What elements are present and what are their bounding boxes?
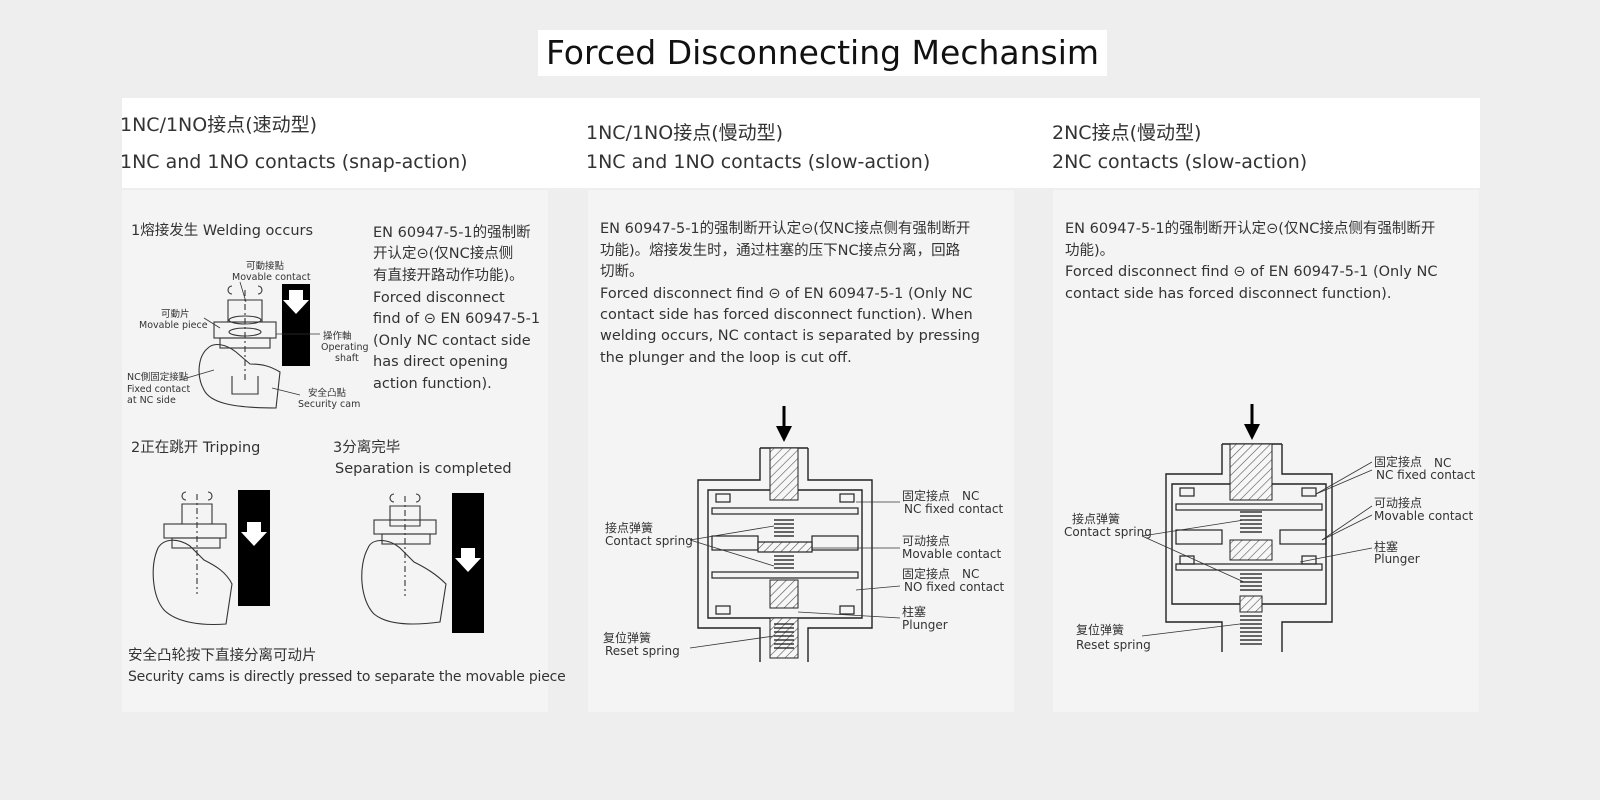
label-security-cam-en: Security cam (298, 399, 361, 410)
label-operating-shaft-cn: 操作軸 (323, 331, 352, 342)
column-head-en-snap: 1NC and 1NO contacts (snap-action) (120, 151, 468, 173)
2nc-label-plunger-cn: 柱塞 (1374, 540, 1399, 554)
2nc-label-contact-spring-cn: 接点弹簧 (1072, 512, 1121, 526)
label-operating-shaft-en: Operating (321, 342, 369, 353)
slow-label-nc-fixed-tag: NC (962, 489, 980, 503)
label-operating-shaft-en: shaft (335, 353, 359, 364)
step-welding-occurs: 1熔接发生 Welding occurs (131, 223, 314, 239)
slow-label-reset-spring-en: Reset spring (605, 644, 680, 658)
snap-desc-line: Forced disconnect (373, 290, 505, 306)
label-movable-piece-en: Movable piece (139, 320, 208, 331)
snap-desc-line: has direct opening (373, 354, 508, 370)
2nc-desc-line: EN 60947-5-1的强制断开认定⊝(仅NC接点侧有强制断开 (1065, 221, 1436, 237)
2nc-label-reset-spring-en: Reset spring (1076, 638, 1151, 652)
arrow-down-icon (1244, 424, 1260, 440)
slow-label-reset-spring-cn: 复位弹簧 (603, 631, 652, 645)
slow-desc-line: the plunger and the loop is cut off. (600, 350, 852, 366)
snap-desc-line: action function). (373, 376, 492, 392)
panel-slow-action (588, 190, 1014, 712)
slow-label-movable-cn: 可动接点 (902, 534, 951, 548)
arrow-down-icon (776, 426, 792, 442)
slow-label-contact-spring-en: Contact spring (605, 534, 693, 548)
slow-label-no-fixed-cn: 固定接点 (902, 567, 951, 581)
slow-desc-line: contact side has forced disconnect funct… (600, 307, 973, 323)
slow-label-no-fixed-tag: NC (962, 567, 980, 581)
label-movable-piece-cn: 可動片 (161, 309, 190, 320)
column-head-en-slow: 1NC and 1NO contacts (slow-action) (586, 151, 931, 173)
slow-label-nc-fixed-en: NC fixed contact (904, 502, 1004, 516)
slow-label-plunger-en: Plunger (902, 618, 948, 632)
2nc-desc-line: Forced disconnect find ⊝ of EN 60947-5-1… (1065, 264, 1438, 280)
label-fixed-contact-cn: NC側固定接點 (127, 372, 189, 383)
slow-desc-line: welding occurs, NC contact is separated … (600, 328, 980, 344)
step-separation-en: Separation is completed (335, 461, 512, 477)
column-head-en-2nc: 2NC contacts (slow-action) (1052, 151, 1308, 173)
label-movable-contact-en: Movable contact (232, 272, 311, 283)
snap-footer-cn: 安全凸轮按下直接分离可动片 (128, 648, 317, 664)
2nc-label-contact-spring-en: Contact spring (1064, 525, 1152, 539)
2nc-label-plunger-en: Plunger (1374, 552, 1420, 566)
2nc-label-nc-fixed-en: NC fixed contact (1376, 468, 1476, 482)
column-head-cn-snap: 1NC/1NO接点(速动型) (120, 114, 318, 136)
snap-desc-line: find of ⊝ EN 60947-5-1 (373, 311, 541, 327)
step-tripping: 2正在跳开 Tripping (131, 440, 261, 456)
slow-label-movable-en: Movable contact (902, 547, 1002, 561)
label-fixed-contact-en: at NC side (127, 395, 176, 406)
slow-label-plunger-cn: 柱塞 (902, 605, 927, 619)
column-head-cn-slow: 1NC/1NO接点(慢动型) (586, 122, 784, 144)
2nc-desc-line: contact side has forced disconnect funct… (1065, 286, 1392, 302)
slow-desc-line: EN 60947-5-1的强制断开认定⊝(仅NC接点侧有强制断开 (600, 221, 971, 237)
column-head-cn-2nc: 2NC接点(慢动型) (1052, 122, 1202, 144)
snap-desc-line: 开认定⊝(仅NC接点侧 (373, 246, 514, 262)
2nc-label-movable-en: Movable contact (1374, 509, 1474, 523)
snap-desc-line: 有直接开路动作功能)。 (373, 268, 524, 284)
snap-desc-line: (Only NC contact side (373, 333, 531, 349)
slow-label-contact-spring-cn: 接点弹簧 (605, 521, 654, 535)
2nc-label-movable-cn: 可动接点 (1374, 496, 1423, 510)
header-band (122, 98, 1480, 188)
slow-desc-line: 功能)。熔接发生时，通过柱塞的压下NC接点分离，回路 (600, 243, 961, 259)
slow-label-nc-fixed-cn: 固定接点 (902, 489, 951, 503)
label-security-cam-cn: 安全凸點 (308, 388, 347, 399)
2nc-label-nc-fixed-tag: NC (1434, 456, 1452, 470)
slow-desc-line: Forced disconnect find ⊝ of EN 60947-5-1… (600, 286, 973, 302)
label-movable-contact-cn: 可動接點 (246, 261, 285, 272)
snap-desc-line: EN 60947-5-1的强制断 (373, 225, 531, 241)
2nc-label-reset-spring-cn: 复位弹簧 (1076, 623, 1125, 637)
arrow-down-icon (241, 522, 267, 546)
arrow-down-icon (455, 548, 481, 572)
step-separation-cn: 3分离完毕 (333, 440, 401, 456)
arrow-down-icon (283, 290, 309, 314)
slow-label-no-fixed-en: NO fixed contact (904, 580, 1005, 594)
2nc-label-nc-fixed-cn: 固定接点 (1374, 455, 1423, 469)
slow-desc-line: 切断。 (600, 264, 644, 280)
label-fixed-contact-en: Fixed contact (127, 384, 191, 395)
snap-footer-en: Security cams is directly pressed to sep… (128, 669, 566, 685)
2nc-desc-line: 功能)。 (1065, 243, 1115, 259)
page-title: Forced Disconnecting Mechansim (538, 30, 1108, 76)
